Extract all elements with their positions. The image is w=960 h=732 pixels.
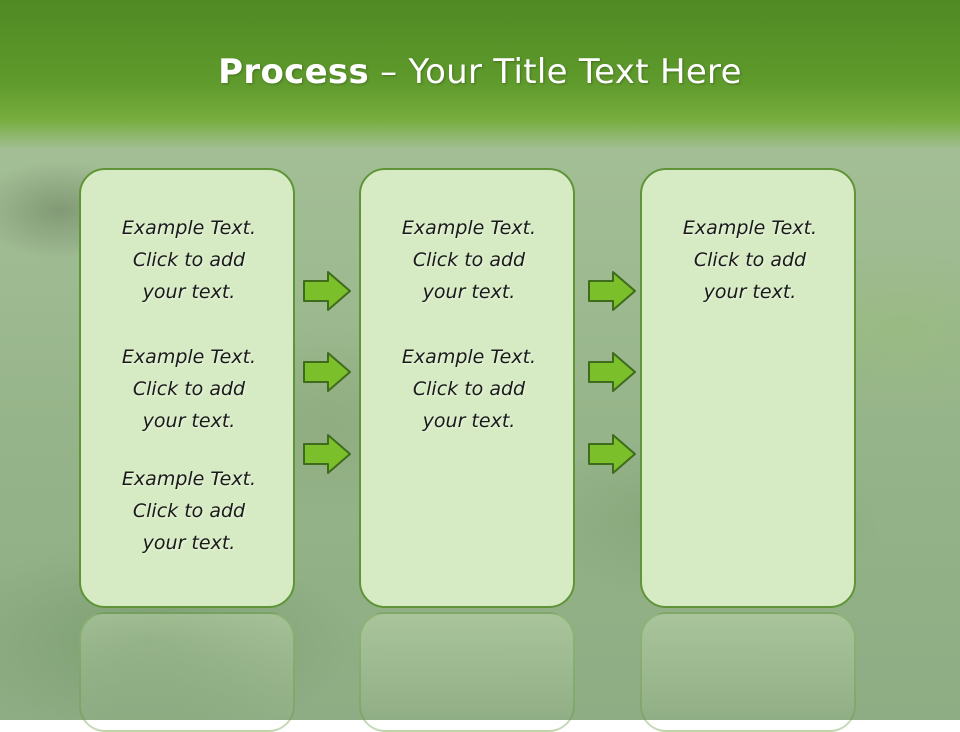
text-line: your text. <box>422 410 516 432</box>
text-block[interactable]: Example Text. Click to add your text. <box>81 463 297 559</box>
text-line: your text. <box>142 281 236 303</box>
text-line: Click to add <box>693 249 807 271</box>
title-rest: – Your Title Text Here <box>369 52 742 92</box>
text-line: Example Text. <box>682 217 818 239</box>
slide-title[interactable]: Process – Your Title Text Here <box>0 52 960 92</box>
panel-reflection <box>359 612 575 732</box>
text-line: Example Text. <box>121 217 257 239</box>
text-line: your text. <box>703 281 797 303</box>
title-bar <box>0 0 960 150</box>
right-arrow-icon <box>588 434 636 474</box>
text-block[interactable]: Example Text. Click to add your text. <box>81 341 297 437</box>
text-block[interactable]: Example Text. Click to add your text. <box>361 341 577 437</box>
text-line: Example Text. <box>401 346 537 368</box>
text-line: Click to add <box>132 378 246 400</box>
text-line: your text. <box>422 281 516 303</box>
right-arrow-icon <box>588 271 636 311</box>
text-line: Example Text. <box>121 346 257 368</box>
right-arrow-icon <box>303 434 351 474</box>
text-block[interactable]: Example Text. Click to add your text. <box>81 212 297 308</box>
text-line: Click to add <box>132 249 246 271</box>
process-panel-3[interactable]: Example Text. Click to add your text. <box>640 168 856 608</box>
text-line: your text. <box>142 532 236 554</box>
text-line: Example Text. <box>121 468 257 490</box>
text-block[interactable]: Example Text. Click to add your text. <box>361 212 577 308</box>
right-arrow-icon <box>303 271 351 311</box>
right-arrow-icon <box>303 352 351 392</box>
text-line: your text. <box>142 410 236 432</box>
process-panel-1[interactable]: Example Text. Click to add your text. Ex… <box>79 168 295 608</box>
text-block[interactable]: Example Text. Click to add your text. <box>642 212 858 308</box>
panel-reflection <box>79 612 295 732</box>
panel-reflection <box>640 612 856 732</box>
text-line: Click to add <box>132 500 246 522</box>
title-bold: Process <box>218 52 370 92</box>
text-line: Example Text. <box>401 217 537 239</box>
text-line: Click to add <box>412 378 526 400</box>
right-arrow-icon <box>588 352 636 392</box>
process-panel-2[interactable]: Example Text. Click to add your text. Ex… <box>359 168 575 608</box>
text-line: Click to add <box>412 249 526 271</box>
